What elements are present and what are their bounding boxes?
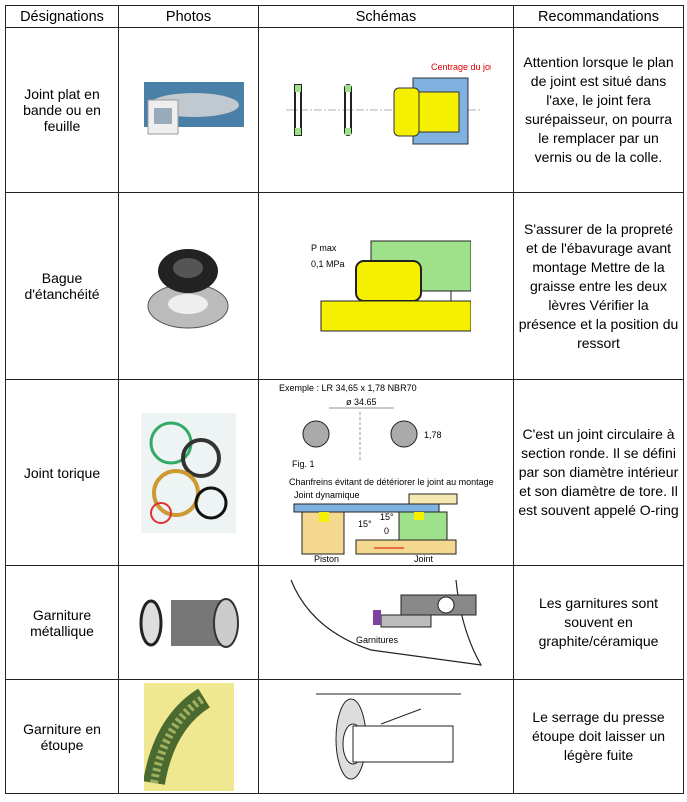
- schema-label: Garnitures: [356, 635, 399, 645]
- header-photos: Photos: [118, 5, 259, 28]
- designation: Joint plat en bande ou en feuille: [5, 27, 119, 193]
- designation: Joint torique: [5, 379, 119, 566]
- table-row: Garniture en étoupe Le serrage du presse…: [5, 679, 684, 794]
- recommendation: Les garnitures sont souvent en graphite/…: [513, 565, 684, 680]
- schema-label: 1,78: [424, 430, 442, 440]
- table-row: Garniture métallique Garnitures Les garn…: [5, 565, 684, 680]
- schema-label: 15°: [358, 519, 372, 529]
- schema-packing: [258, 679, 514, 794]
- schema-flat-gasket: Centrage du joint: [258, 27, 514, 193]
- recommendation: C'est un joint circulaire à section rond…: [513, 379, 684, 566]
- schema-label: Piston: [314, 554, 339, 564]
- header-row: Désignations Photos Schémas Recommandati…: [5, 5, 684, 28]
- recommendation: Le serrage du presse étoupe doit laisser…: [513, 679, 684, 794]
- schema-label: Fig. 1: [292, 459, 315, 469]
- schema-label: ø 34.65: [346, 397, 377, 407]
- schema-label: Exemple : LR 34,65 x 1,78 NBR70: [279, 383, 417, 393]
- recommendation: S'assurer de la propreté et de l'ébavura…: [513, 192, 684, 380]
- header-designations: Désignations: [5, 5, 119, 28]
- designation: Garniture métallique: [5, 565, 119, 680]
- recommendation: Attention lorsque le plan de joint est s…: [513, 27, 684, 193]
- table-row: Joint plat en bande ou en feuille Centra…: [5, 27, 684, 193]
- header-recommendations: Recommandations: [513, 5, 684, 28]
- schema-label: Chanfreins évitant de détériorer le join…: [289, 477, 494, 487]
- photo-packing-braid: [118, 679, 259, 794]
- designation: Bague d'étanchéité: [5, 192, 119, 380]
- photo-mechanical-seal: [118, 565, 259, 680]
- schema-label: Centrage du joint: [431, 62, 491, 72]
- schema-o-ring: Exemple : LR 34,65 x 1,78 NBR70 ø 34.65 …: [258, 379, 514, 566]
- schema-label: 0,1 MPa: [311, 259, 345, 269]
- header-schemas: Schémas: [258, 5, 514, 28]
- photo-o-rings: [118, 379, 259, 566]
- schema-label: Joint: [414, 554, 434, 564]
- photo-lip-seal: [118, 192, 259, 380]
- seal-table: Désignations Photos Schémas Recommandati…: [5, 5, 684, 794]
- schema-label: 0: [384, 526, 389, 536]
- schema-label: P max: [311, 243, 337, 253]
- table-row: Joint torique Exemple : LR 34,65 x 1,78 …: [5, 379, 684, 566]
- schema-lip-seal: P max 0,1 MPa: [258, 192, 514, 380]
- photo-flat-gasket: [118, 27, 259, 193]
- schema-label: 15°: [380, 512, 394, 522]
- schema-label: Joint dynamique: [294, 490, 360, 500]
- table-row: Bague d'étanchéité P max 0,1 MPa S'assur…: [5, 192, 684, 380]
- schema-mechanical-seal: Garnitures: [258, 565, 514, 680]
- designation: Garniture en étoupe: [5, 679, 119, 794]
